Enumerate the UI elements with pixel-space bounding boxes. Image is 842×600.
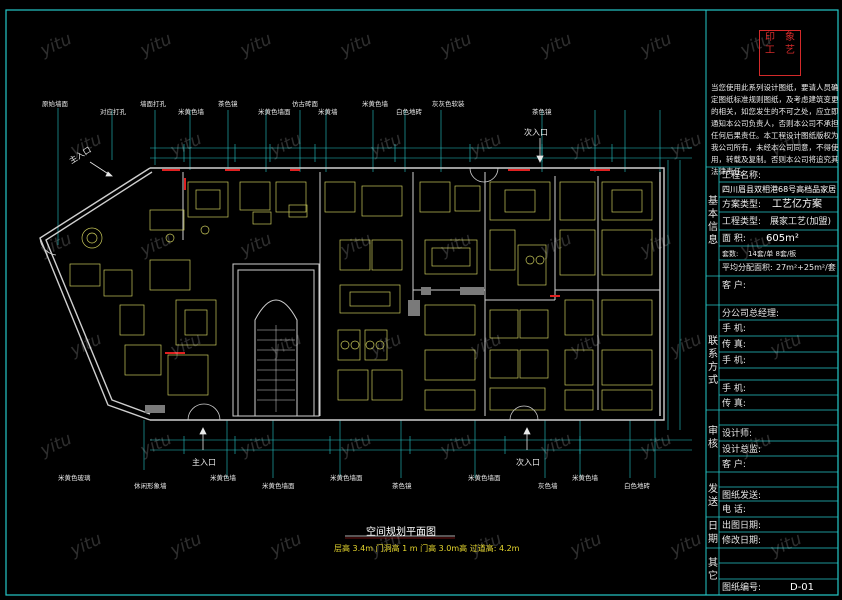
callout-bottom-4: 米黄色墙面 <box>330 473 363 482</box>
main-entrance-bottom-label: 主入口 <box>192 457 216 467</box>
callouts-top: 原始墙面对应打孔墙面打孔米黄色墙茶色镜米黄色墙面仿古砖面米黄墙米黄色墙白色地砖灰… <box>42 99 552 116</box>
copyright-notes: 当您使用此系列设计图纸，要请人员确定图纸标准规则图纸，及考虑建筑变更的相关，如您… <box>711 83 839 176</box>
area-label: 面 积: <box>722 234 746 244</box>
callout-bottom-3: 米黄色墙面 <box>262 481 295 490</box>
contact-phone-label: 手 机: <box>722 384 746 394</box>
seal-char-3: 工 <box>765 45 775 56</box>
send-method-label: 图纸发送: <box>722 491 762 501</box>
drawing-number-label: 图纸编号: <box>722 583 762 593</box>
callout-top-7: 米黄墙 <box>318 107 338 116</box>
callout-top-10: 灰灰色软装 <box>432 99 465 108</box>
project-type-value: 展家工艺(加盟) <box>770 217 832 227</box>
designer-label: 设计师: <box>722 429 753 439</box>
mobile-label: 手 机: <box>722 356 746 366</box>
units-value: 14套/单 8套/板 <box>748 250 797 258</box>
plan-subtitle: 层高 3.4m 门洞高 1 m 门高 3.0m高 过道高: 4.2m <box>334 544 520 553</box>
secondary-entrance-top-label: 次入口 <box>524 127 548 137</box>
stair-core <box>232 263 320 417</box>
callout-top-6: 仿古砖面 <box>292 99 319 108</box>
floor-plan <box>39 108 692 539</box>
callout-bottom-5: 茶色镜 <box>392 481 412 490</box>
contact-fax-label: 传 真: <box>722 399 746 409</box>
date-modified-label: 修改日期: <box>722 536 762 546</box>
dimension-lines <box>57 108 692 478</box>
callout-top-3: 米黄色墙 <box>178 107 205 116</box>
callout-bottom-6: 米黄色墙面 <box>468 473 501 482</box>
company-manager-label: 分公司总经理: <box>722 309 780 319</box>
avg-area-label: 平均分配面积: <box>722 263 773 272</box>
drawing-frame <box>5 9 707 596</box>
title-block-grid <box>706 166 838 595</box>
project-type-label: 工程类型: <box>722 217 762 227</box>
entrance-arrows <box>89 138 544 450</box>
drawing-number: D-01 <box>790 582 815 593</box>
project-name: 四川眉县双相港68号高档品家居 <box>722 185 837 194</box>
callout-bottom-9: 白色地砖 <box>624 481 651 490</box>
section-review-label: 审核 <box>708 426 718 450</box>
callout-bottom-8: 米黄色墙 <box>572 473 599 482</box>
callout-bottom-1: 休闲形象墙 <box>134 481 167 490</box>
section-date-label: 日期 <box>708 521 718 545</box>
phone-label: 手 机: <box>722 324 746 334</box>
callout-top-8: 米黄色墙 <box>362 99 389 108</box>
red-accent-walls <box>162 169 610 354</box>
section-other-label: 其它 <box>708 558 718 582</box>
date-out-label: 出图日期: <box>722 521 762 531</box>
callout-top-9: 白色地砖 <box>396 107 423 116</box>
project-name-label: 工程名称: <box>722 171 762 181</box>
fax-label: 传 真: <box>722 340 746 350</box>
callout-top-5: 米黄色墙面 <box>258 107 291 116</box>
avg-area-value: 27m²+25m²/套 <box>776 263 836 272</box>
callout-bottom-7: 灰色墙 <box>538 481 558 490</box>
interior-partitions <box>182 172 660 416</box>
callouts-bottom: 米黄色玻璃休闲形象墙米黄色墙米黄色墙面米黄色墙面茶色镜米黄色墙面灰色墙米黄色墙白… <box>58 473 651 490</box>
callout-top-2: 墙面打孔 <box>140 99 167 108</box>
furniture <box>69 181 653 411</box>
seal-char-1: 印 <box>765 32 775 43</box>
design-director-label: 设计总监: <box>722 445 762 455</box>
exterior-walls <box>39 167 665 421</box>
section-contact-label: 联系方式 <box>708 336 718 386</box>
plan-title: 空间规划平面图 <box>366 527 436 538</box>
scheme-label: 方案类型: <box>722 200 762 210</box>
callout-top-0: 原始墙面 <box>42 99 69 108</box>
customer-label: 客 户: <box>722 281 746 291</box>
scheme-value: 工艺亿方案 <box>772 199 822 210</box>
client-label: 客 户: <box>722 460 746 470</box>
units-label: 套数: <box>722 250 739 258</box>
company-seal-logo: 印 象 工 艺 <box>759 30 801 76</box>
callout-top-11: 茶色镜 <box>532 107 552 116</box>
send-phone-label: 电 话: <box>722 505 746 515</box>
seal-char-2: 象 <box>785 32 795 43</box>
callout-top-4: 茶色镜 <box>218 99 238 108</box>
doors <box>39 167 539 421</box>
seal-char-4: 艺 <box>785 45 795 56</box>
secondary-entrance-bottom-label: 次入口 <box>516 457 540 467</box>
callout-bottom-2: 米黄色墙 <box>210 473 237 482</box>
callout-bottom-0: 米黄色玻璃 <box>58 473 91 482</box>
callout-top-1: 对应打孔 <box>100 107 127 116</box>
hatched-walls <box>145 287 484 413</box>
section-send-label: 发送 <box>708 484 718 508</box>
section-basic-label: 基本信息 <box>708 196 718 246</box>
area-value: 605m² <box>766 233 799 244</box>
